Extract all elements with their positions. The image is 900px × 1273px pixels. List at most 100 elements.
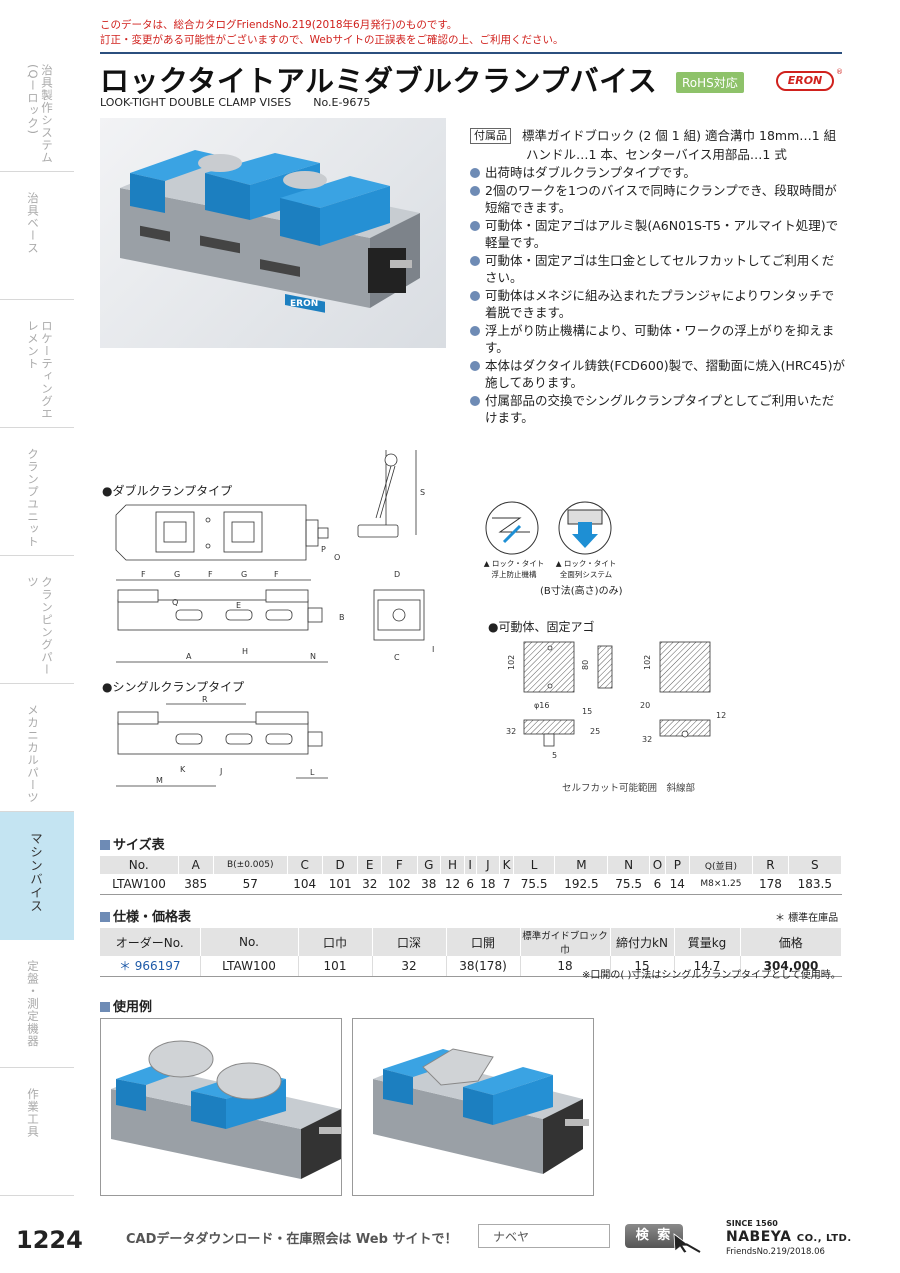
spec-cell: 14.7 bbox=[674, 956, 741, 977]
spec-header-cell: 口開 bbox=[446, 928, 521, 956]
size-cell: LTAW100 bbox=[100, 874, 178, 895]
dim-F2: F bbox=[208, 570, 213, 579]
size-header-cell: P bbox=[665, 856, 690, 874]
dim-L: L bbox=[310, 768, 315, 777]
size-header-cell: G bbox=[417, 856, 442, 874]
order-number-link[interactable]: ＊ 966197 bbox=[100, 956, 201, 977]
eron-logo: ERON bbox=[776, 71, 834, 91]
size-header-cell: D bbox=[322, 856, 359, 874]
size-cell: 57 bbox=[213, 874, 287, 895]
sidebar-item-clamping-parts[interactable]: クランピングパーツ bbox=[0, 556, 74, 684]
catalog-number: No.E-9675 bbox=[313, 96, 371, 109]
size-cell: 12 bbox=[440, 874, 465, 895]
usage-photo-2 bbox=[352, 1018, 594, 1196]
cad-download-text: CADデータダウンロード・在庫照会は Web サイトで！ bbox=[126, 1232, 458, 1247]
accessories-tag: 付属品 bbox=[470, 128, 511, 144]
sidebar-item-work-tools[interactable]: 作業工具 bbox=[0, 1068, 74, 1196]
spec-header-cell: 質量kg bbox=[674, 928, 741, 956]
jaw-dim-hole: φ16 bbox=[534, 701, 549, 710]
size-header-cell: M bbox=[554, 856, 609, 874]
sidebar-item-machine-vise[interactable]: マシンバイス bbox=[0, 812, 74, 940]
feature-item: 2個のワークを1つのバイスで同時にクランプでき、段取時間が短縮できます。 bbox=[470, 182, 845, 217]
lock-tight-icons: ▲ ロック・タイト 浮上防止機構 ▲ ロック・タイト 全面列システム (B寸法(… bbox=[480, 498, 640, 602]
feature-item: 可動体・固定アゴはアルミ製(A6N01S-T5・アルマイト処理)で軽量です。 bbox=[470, 217, 845, 252]
jaw-dim-32b: 32 bbox=[642, 735, 652, 744]
jaw-dim-height: 102 bbox=[507, 655, 516, 670]
spec-cell: 15 bbox=[610, 956, 675, 977]
size-cell: 192.5 bbox=[554, 874, 608, 895]
company-suffix: CO., LTD. bbox=[796, 1233, 852, 1244]
size-cell: 104 bbox=[287, 874, 323, 895]
size-header-cell: Q(並目) bbox=[689, 856, 754, 874]
sidebar-item-label: マシンバイス bbox=[28, 832, 43, 913]
search-button[interactable]: 検 索 bbox=[625, 1224, 683, 1248]
sidebar-item-label: 治具ベース bbox=[26, 192, 40, 255]
size-cell: 7 bbox=[499, 874, 514, 895]
spec-cell: 32 bbox=[372, 956, 447, 977]
sidebar-item-jig-base[interactable]: 治具ベース bbox=[0, 172, 74, 300]
double-clamp-label: ●ダブルクランプタイプ bbox=[102, 484, 233, 498]
usage-heading: 使用例 bbox=[100, 996, 152, 1015]
dim-K: K bbox=[180, 765, 186, 774]
table-row: LTAW100 385 57 104 101 32 102 38 12 6 18… bbox=[100, 874, 842, 895]
dim-I: I bbox=[432, 645, 434, 654]
size-cell: 14 bbox=[665, 874, 690, 895]
size-cell: M8×1.25 bbox=[689, 874, 753, 895]
double-clamp-drawing: P S O F G F G F Q E H B A N D bbox=[96, 440, 436, 674]
size-table-header-row: No. A B(±0.005) C D E F G H I J K L M N … bbox=[100, 856, 843, 874]
sidebar-item-clamp-unit[interactable]: クランプユニット bbox=[0, 428, 74, 556]
spec-header-cell: 価格 bbox=[740, 928, 842, 956]
dim-P: P bbox=[321, 545, 326, 554]
sidebar-item-label: メカニカルパーツ bbox=[26, 704, 40, 804]
category-sidebar: 治具製作システム(Qーロック) 治具ベース ロケーティングエレメント クランプユ… bbox=[0, 44, 74, 1196]
title-rule bbox=[100, 52, 842, 54]
b-dimension-note: (B寸法(高さ)のみ) bbox=[540, 586, 623, 597]
dim-S: S bbox=[420, 488, 425, 497]
size-header-cell: B(±0.005) bbox=[213, 856, 288, 874]
dim-F1: F bbox=[141, 570, 146, 579]
size-header-cell: R bbox=[752, 856, 789, 874]
spec-header-cell: オーダーNo. bbox=[100, 928, 201, 956]
registered-mark-icon: ® bbox=[836, 68, 843, 76]
spec-cell: 101 bbox=[298, 956, 373, 977]
size-header-cell: K bbox=[499, 856, 514, 874]
dim-G2: G bbox=[241, 570, 247, 579]
size-header-cell: A bbox=[178, 856, 214, 874]
sidebar-item-mechanical-parts[interactable]: メカニカルパーツ bbox=[0, 684, 74, 812]
spec-header-cell: 標準ガイドブロック巾 bbox=[520, 928, 611, 956]
dim-A: A bbox=[186, 652, 192, 661]
size-header-cell: H bbox=[440, 856, 465, 874]
jaw-dim-25: 25 bbox=[590, 727, 600, 736]
table-row: ＊ 966197 LTAW100 101 32 38(178) 18 15 14… bbox=[100, 956, 842, 977]
company-name: NABEYA bbox=[726, 1229, 792, 1245]
spec-cell: LTAW100 bbox=[200, 956, 299, 977]
size-cell: 385 bbox=[178, 874, 214, 895]
sidebar-item-locating-element[interactable]: ロケーティングエレメント bbox=[0, 300, 74, 428]
feature-item: 付属部品の交換でシングルクランプタイプとしてご利用いただけます。 bbox=[470, 392, 845, 427]
spec-header-cell: 口深 bbox=[372, 928, 447, 956]
size-header-cell: J bbox=[476, 856, 501, 874]
size-cell: 38 bbox=[417, 874, 441, 895]
product-photo: ERON bbox=[100, 118, 446, 348]
accessories-text: 標準ガイドブロック (2 個 1 組) 適合溝巾 18mm…1 組 ハンドル…1… bbox=[522, 126, 842, 164]
feature-item: 本体はダクタイル鋳鉄(FCD600)製で、摺動面に焼入(HRC45)が施してあり… bbox=[470, 357, 845, 392]
jaw-dim-20: 20 bbox=[640, 701, 650, 710]
feature-list: 出荷時はダブルクランプタイプです。 2個のワークを1つのバイスで同時にクランプで… bbox=[470, 164, 845, 427]
company-since: SINCE 1560 bbox=[726, 1219, 778, 1228]
size-cell: 75.5 bbox=[607, 874, 650, 895]
size-cell: 101 bbox=[322, 874, 358, 895]
sidebar-item-jig-system[interactable]: 治具製作システム(Qーロック) bbox=[0, 44, 74, 172]
dim-M: M bbox=[156, 776, 163, 785]
search-input[interactable]: ナベヤ bbox=[478, 1224, 610, 1248]
catalog-notice: このデータは、総合カタログFriendsNo.219(2018年6月発行)のもの… bbox=[100, 18, 563, 48]
size-cell: 178 bbox=[752, 874, 789, 895]
spec-cell: 38(178) bbox=[446, 956, 521, 977]
size-cell: 6 bbox=[649, 874, 666, 895]
size-header-cell: F bbox=[381, 856, 418, 874]
spec-table-header-row: オーダーNo. No. 口巾 口深 口開 標準ガイドブロック巾 締付力kN 質量… bbox=[100, 928, 842, 956]
sidebar-item-surface-plate[interactable]: 定盤・測定機器 bbox=[0, 940, 74, 1068]
sidebar-item-label: 治具製作システム(Qーロック) bbox=[26, 64, 54, 164]
dim-G1: G bbox=[174, 570, 180, 579]
single-clamp-label: ●シングルクランプタイプ bbox=[102, 680, 245, 694]
spec-header-cell: No. bbox=[200, 928, 299, 956]
